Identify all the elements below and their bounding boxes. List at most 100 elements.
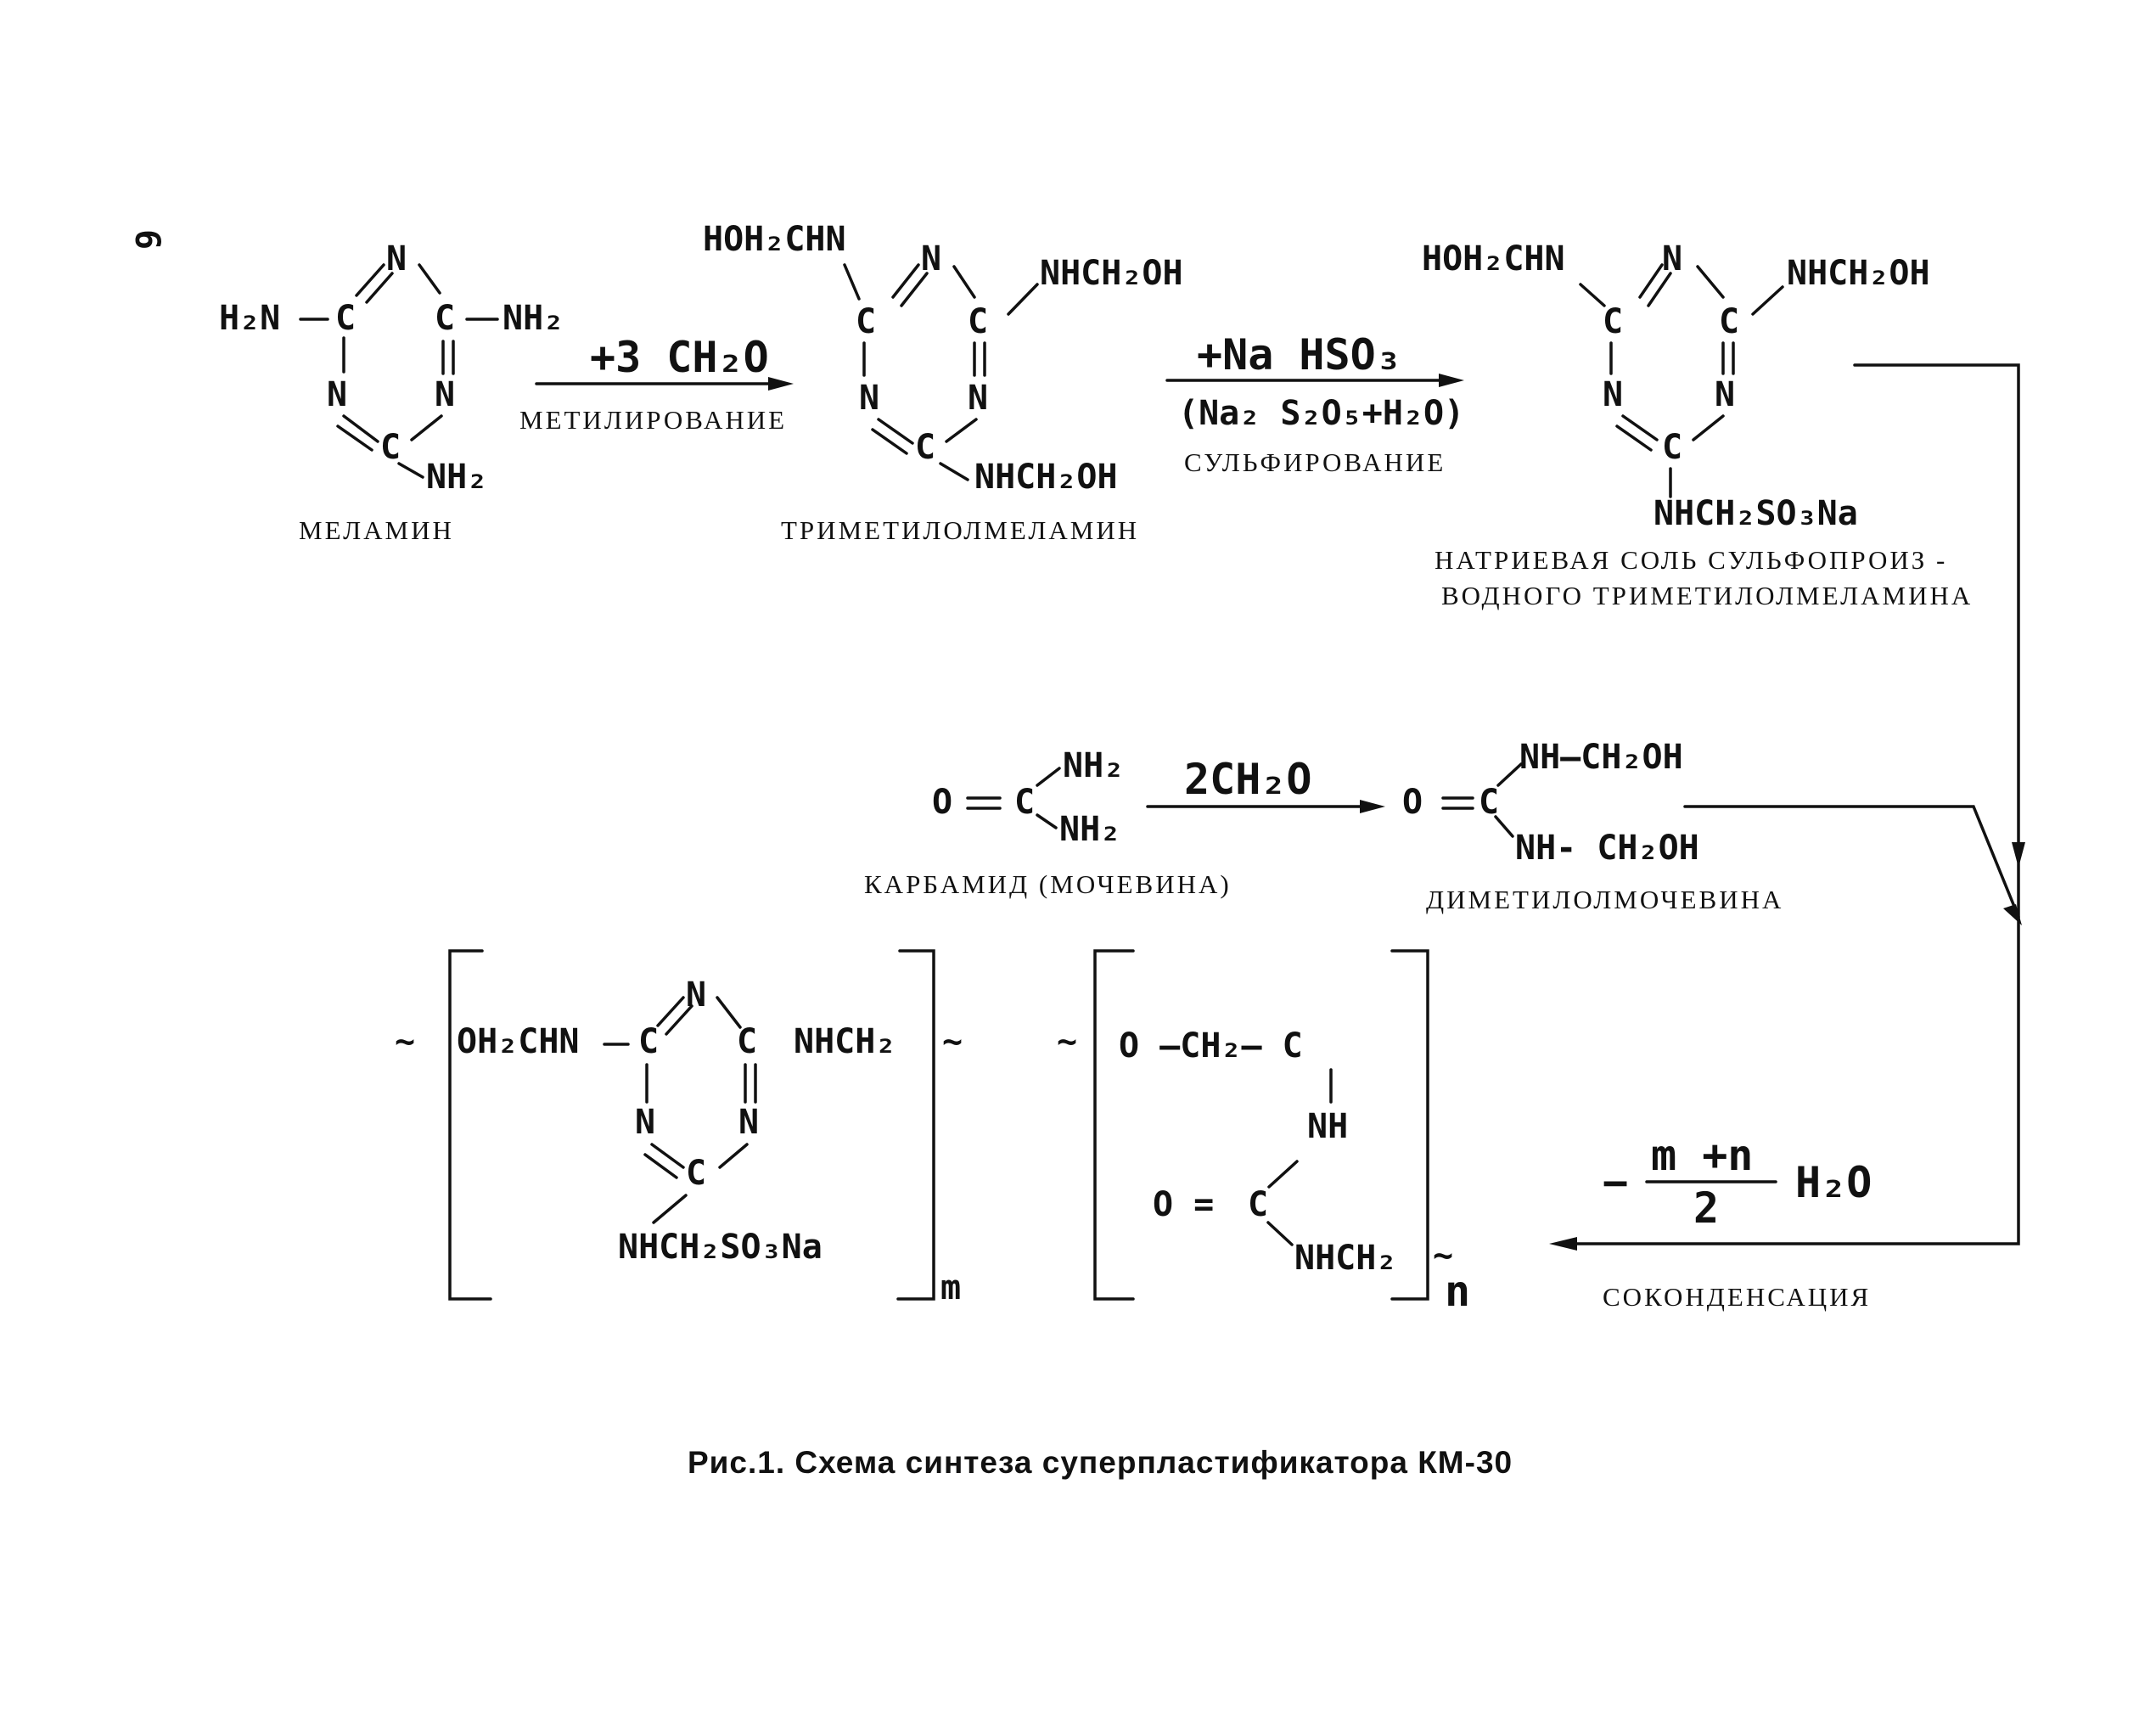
urea-nh2-top: NH₂ [1063,746,1124,785]
tmm-ring-c-bottom: C [915,428,935,467]
poly-nhch2: NHCH₂ [794,1022,896,1061]
sulfo-salt-structure: HOH₂CHN N C C NHCH₂OH N N C NHCH₂SO₃Na Н… [1422,239,1973,610]
bracket-right-2 [1390,949,1429,1301]
bond [1751,285,1784,316]
tmm-hoh2chn: HOH₂CHN [703,220,846,259]
bond [652,1194,688,1224]
bond [1621,414,1659,441]
bond [650,1143,685,1169]
urea-c: C [1014,783,1035,822]
bond [716,996,742,1029]
melamine-structure: N C C N N C H₂N NH₂ NH₂ МЕЛАМИН [219,239,564,545]
bond [1615,424,1653,452]
poly-nhch2-2: NHCH₂ [1294,1239,1396,1278]
bond [418,263,441,295]
bond [1696,265,1725,299]
salt-ring-c-right: C [1719,302,1739,341]
melamine-ring-c-bottom: C [380,428,401,467]
urea-structure: O C NH₂ NH₂ КАРБАМИД (МОЧЕВИНА) [864,746,1232,899]
melamine-ring-n-right: N [435,375,455,414]
tmm-name: ТРИМЕТИЛОЛМЕЛАМИН [781,515,1139,545]
bond [665,1004,693,1036]
bond [945,418,978,443]
poly-o-ch2-c: O —CH₂— C [1119,1026,1303,1065]
arrow-head [1549,1237,1577,1251]
arrow-head [768,377,794,391]
melamine-nh2-right: NH₂ [503,299,564,338]
melamine-ring-c-left: C [335,299,356,338]
step2-sulfonation: +Na HSO₃ (Na₂ S₂O₅+H₂O) СУЛЬФИРОВАНИЕ [1165,330,1464,477]
bond [952,265,976,299]
dimethylolurea-structure: O C NH—CH₂OH NH- CH₂OH ДИМЕТИЛОЛМОЧЕВИНА [1402,738,1783,914]
step2-label: СУЛЬФИРОВАНИЕ [1184,447,1446,477]
poly-nh: NH [1307,1107,1348,1146]
arrow-head [1439,374,1464,387]
melamine-name: МЕЛАМИН [299,515,454,545]
bond [336,424,373,452]
salt-hoh2chn: HOH₂CHN [1422,239,1565,278]
salt-ring-n-left: N [1603,375,1623,414]
figure-caption: Рис.1. Схема синтеза суперпластификатора… [688,1445,1513,1480]
bond [643,1153,678,1179]
bond [656,996,685,1027]
salt-name-line2: ВОДНОГО ТРИМЕТИЛОЛМЕЛАМИНА [1441,581,1973,610]
tmm-ring-c-left: C [856,302,876,341]
poly-ring-n-right: N [738,1103,759,1142]
bond [891,263,920,299]
dmu-name: ДИМЕТИЛОЛМОЧЕВИНА [1426,885,1783,914]
tmm-ring-n-left: N [859,379,879,418]
bond [718,1143,749,1169]
salt-connector [1549,363,2025,1251]
bond [939,462,969,481]
bracket-left [448,949,492,1301]
bond [365,272,394,304]
urea-o: O [932,783,952,822]
arrow-head [2003,904,2022,925]
dmu-nhch2oh-bottom: NH- CH₂OH [1515,829,1699,868]
bond [342,414,379,443]
bond [1496,762,1523,787]
bond [877,418,914,445]
melamine-ring-n-left: N [327,375,347,414]
step2-reagent-alt: (Na₂ S₂O₅+H₂O) [1178,394,1464,433]
bond [1647,272,1672,307]
page-number: 6 [127,229,166,250]
connector-line [1853,363,2020,859]
poly-ring-c-bottom: C [686,1154,706,1193]
salt-nhch2so3na: NHCH₂SO₃Na [1653,494,1858,533]
bracket-right [896,949,935,1301]
bond [871,428,908,455]
poly-subscript-m: m [940,1268,961,1307]
step3-hydroxymethylation: 2CH₂O [1146,755,1385,813]
connector-line [1683,805,2020,919]
bond [1579,283,1606,307]
bond [1036,813,1058,829]
trimethylolmelamine-structure: HOH₂CHN N C C NHCH₂OH N N C NHCH₂OH ТРИМ… [703,220,1183,545]
copolymer-structure: ~ ~ OH₂CHN C N C NHCH₂ N N C NHCH₂SO₃Na … [395,949,1470,1316]
dmu-nhch2oh-top: NH—CH₂OH [1519,738,1683,777]
bond [1036,767,1061,787]
bond [900,272,929,307]
step4-water: H₂O [1795,1158,1872,1207]
bond [1266,1221,1294,1246]
dmu-connector [1683,805,2022,925]
salt-ring-n-right: N [1715,375,1735,414]
melamine-ring-n-top: N [386,239,407,278]
tmm-ring-n-right: N [968,379,988,418]
step1-reagent: +3 CH₂O [590,333,769,382]
arrow-head [2012,842,2025,868]
connector-line-bottom [1560,856,2020,1245]
tilde-second: ~ [1057,1022,1077,1061]
bond [355,263,385,297]
melamine-ring-c-right: C [435,299,455,338]
tmm-ring-n-top: N [921,239,941,278]
salt-name-line1: НАТРИЕВАЯ СОЛЬ СУЛЬФОПРОИЗ - [1435,545,1947,575]
step1-methylation: +3 CH₂O МЕТИЛИРОВАНИЕ [519,333,794,435]
poly-o-eq: O = [1153,1185,1214,1224]
bond [397,462,424,479]
poly-ring-c-left: C [638,1022,659,1061]
tilde-right: ~ [1433,1236,1453,1275]
urea-name: КАРБАМИД (МОЧЕВИНА) [864,869,1232,899]
